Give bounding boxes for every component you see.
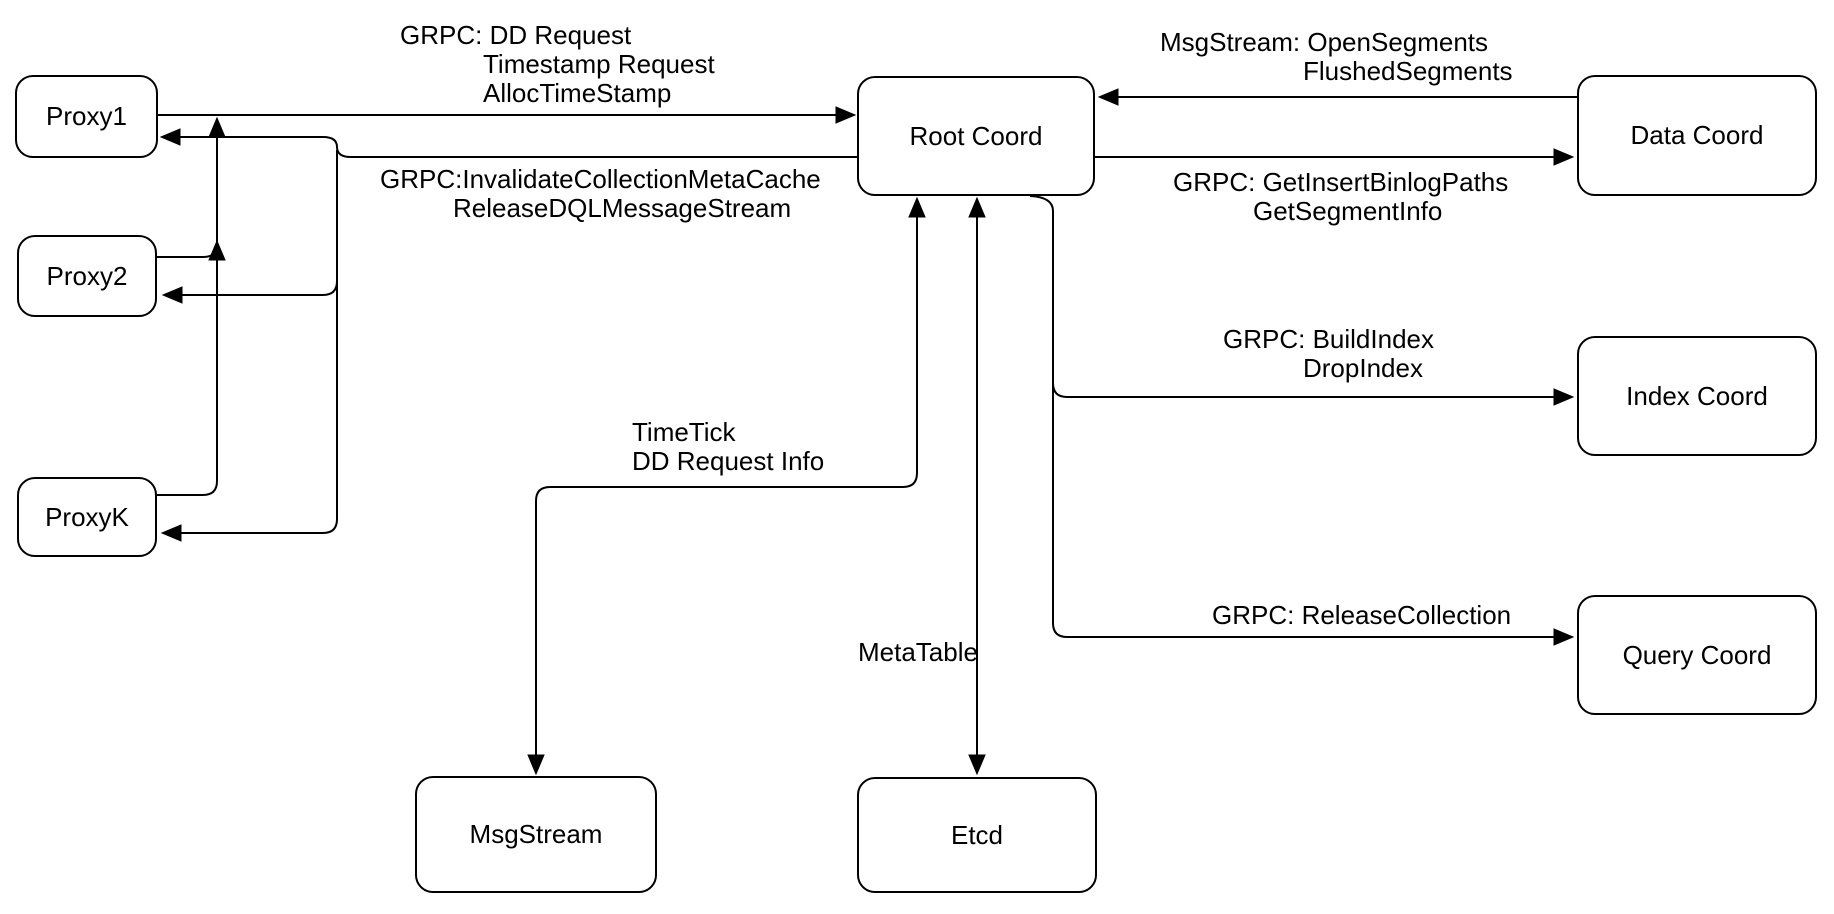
edge-label-line: AllocTimeStamp — [483, 78, 672, 108]
edge-label-line: Timestamp Request — [483, 49, 715, 79]
arrowhead-msgstream-up — [908, 196, 926, 218]
node-index-coord-label: Index Coord — [1626, 380, 1768, 411]
edge-label-line: TimeTick — [632, 417, 736, 447]
edge-label-line: GRPC: GetInsertBinlogPaths — [1173, 167, 1509, 197]
node-etcd-label: Etcd — [950, 819, 1004, 850]
arrowhead-into-msgstream — [527, 754, 545, 776]
arrowhead-proxy2-join — [208, 239, 226, 261]
edge-proxyk-to-trunk — [157, 136, 218, 496]
arrowhead-into-proxyk — [160, 524, 182, 542]
edge-label-line: GRPC: DD Request — [400, 20, 632, 50]
edge-label-rootcoord-to-indexcoord: GRPC: BuildIndex DropIndex — [1223, 325, 1434, 383]
arrowhead-trunk-top — [208, 116, 226, 138]
node-index-coord: Index Coord — [1577, 336, 1817, 456]
edge-label-rootcoord-to-proxies: GRPC:InvalidateCollectionMetaCache Relea… — [380, 165, 821, 223]
edge-branch-to-proxyk — [181, 150, 338, 534]
arrowhead-into-datacoord — [1553, 148, 1575, 166]
edge-label-rootcoord-to-msgstream: TimeTick DD Request Info — [632, 418, 824, 476]
edge-label-line: DropIndex — [1303, 353, 1423, 383]
arrowhead-into-proxy1 — [159, 128, 181, 146]
edge-label-line: GetSegmentInfo — [1253, 196, 1443, 226]
arrowhead-into-etcd — [968, 754, 986, 776]
edge-label-datacoord-to-rootcoord: MsgStream: OpenSegments FlushedSegments — [1160, 28, 1513, 86]
arrowhead-into-rootcoord-left — [835, 106, 857, 124]
edge-label-rootcoord-to-querycoord: GRPC: ReleaseCollection — [1212, 601, 1511, 630]
edge-label-line: GRPC: ReleaseCollection — [1212, 600, 1512, 630]
edge-rootcoord-to-indexcoord — [1052, 382, 1554, 398]
edge-label-proxy-to-rootcoord: GRPC: DD Request Timestamp Request Alloc… — [400, 21, 715, 108]
edge-label-line: MetaTable — [858, 637, 978, 667]
edge-rootcoord-msgstream — [535, 217, 918, 756]
node-proxy1: Proxy1 — [15, 75, 158, 158]
node-data-coord-label: Data Coord — [1630, 120, 1764, 150]
node-msgstream-label: MsgStream — [469, 819, 603, 849]
edge-rootcoord-to-proxy1 — [180, 136, 857, 158]
node-msgstream: MsgStream — [415, 776, 657, 893]
edge-label-rootcoord-to-etcd: MetaTable — [858, 638, 978, 667]
edge-proxy2-to-trunk — [157, 244, 218, 258]
edge-branch-to-proxy2 — [182, 280, 338, 296]
arrowhead-into-indexcoord — [1553, 388, 1575, 406]
arrowhead-etcd-up — [968, 196, 986, 218]
arrowhead-into-querycoord — [1553, 628, 1575, 646]
node-proxy2-label: Proxy2 — [46, 260, 128, 291]
edge-rootcoord-to-querycoord — [1029, 195, 1554, 638]
edge-label-rootcoord-to-datacoord: GRPC: GetInsertBinlogPaths GetSegmentInf… — [1173, 168, 1508, 226]
node-proxyk: ProxyK — [17, 477, 157, 557]
arrowhead-into-proxy2 — [161, 286, 183, 304]
node-root-coord: Root Coord — [857, 76, 1095, 196]
edge-label-line: ReleaseDQLMessageStream — [453, 193, 792, 223]
node-proxy2: Proxy2 — [17, 235, 157, 317]
edge-label-line: MsgStream: OpenSegments — [1160, 27, 1489, 57]
node-proxy1-label: Proxy1 — [46, 101, 127, 131]
edge-label-line: FlushedSegments — [1303, 56, 1513, 86]
node-root-coord-label: Root Coord — [909, 120, 1043, 151]
edge-label-line: GRPC:InvalidateCollectionMetaCache — [380, 164, 821, 194]
node-query-coord-label: Query Coord — [1622, 639, 1772, 670]
edge-label-line: DD Request Info — [632, 446, 825, 476]
node-proxyk-label: ProxyK — [45, 501, 129, 532]
arrowhead-into-rootcoord-right — [1097, 88, 1119, 106]
node-etcd: Etcd — [857, 777, 1097, 893]
edge-label-line: GRPC: BuildIndex — [1223, 324, 1434, 354]
node-query-coord: Query Coord — [1577, 595, 1817, 715]
node-data-coord: Data Coord — [1577, 75, 1817, 196]
